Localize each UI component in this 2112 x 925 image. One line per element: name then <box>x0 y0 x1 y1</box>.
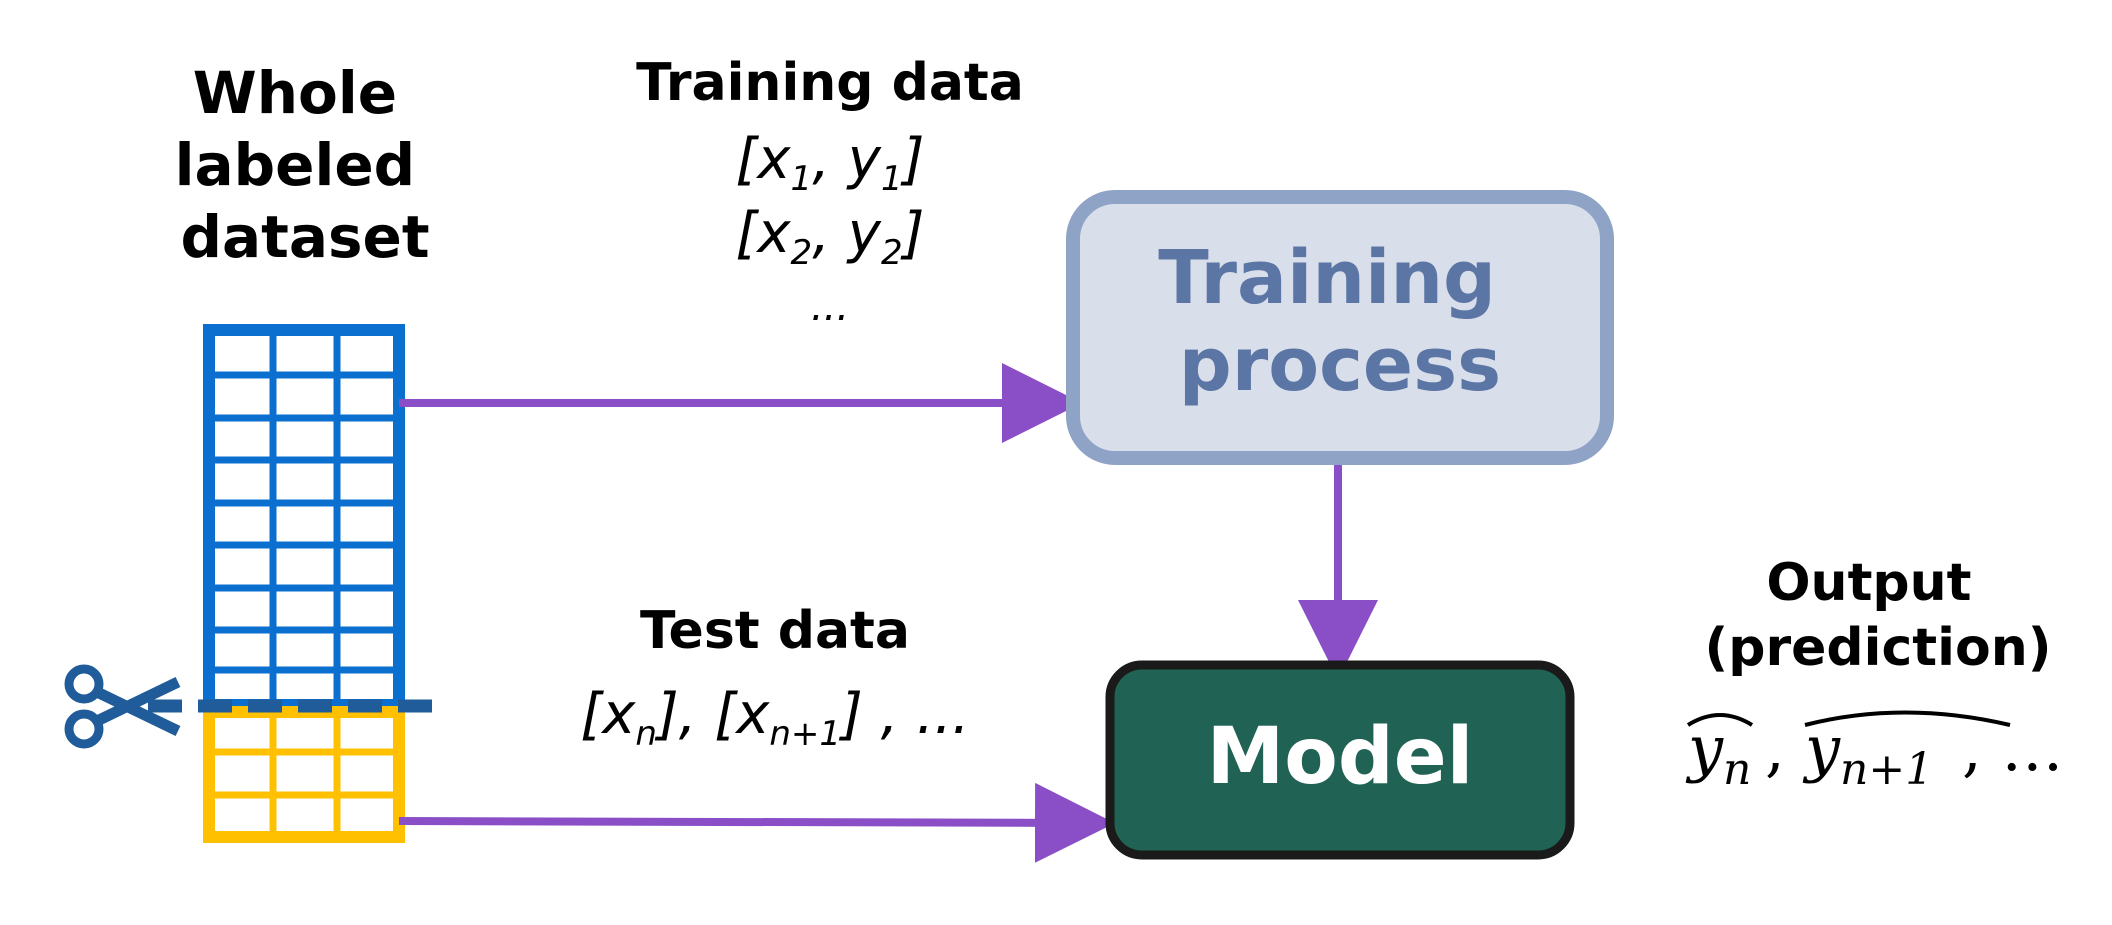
training-sample-2: [x2, y2] <box>736 201 925 273</box>
model-box: Model <box>1105 660 1575 860</box>
dataset-title-line-1: Whole <box>193 59 397 127</box>
output-title: Output (prediction) <box>1705 553 2052 678</box>
dataset-title: Whole labeled dataset <box>175 59 436 271</box>
prediction-1: yn <box>1685 712 1751 795</box>
training-data-title: Training data <box>636 53 1024 113</box>
training-data-grid <box>203 324 405 711</box>
test-data-grid <box>203 706 405 843</box>
training-process-line-2: process <box>1179 322 1501 408</box>
training-process-label: Training process <box>1158 235 1522 408</box>
output-predictions: yn , yn+1 , … <box>1685 710 2063 795</box>
model-label: Model <box>1207 712 1474 802</box>
training-sample-1: [x1, y1] <box>736 127 925 199</box>
prediction-1-hat <box>1686 713 1754 727</box>
test-data-title: Test data <box>640 601 910 661</box>
dataset-title-line-3: dataset <box>180 203 429 271</box>
prediction-2: yn+1 <box>1802 712 1933 795</box>
training-process-line-1: Training <box>1158 235 1496 321</box>
test-samples: [xn], [xn+1] , ... <box>580 682 969 754</box>
training-process-box: Training process <box>1066 190 1614 465</box>
arrow-test-data-to-model <box>398 782 1115 863</box>
prediction-2-hat <box>1804 710 2011 727</box>
scissors-icon <box>64 664 181 749</box>
prediction-separator: , <box>1765 712 1785 785</box>
prediction-tail: , … <box>1962 712 2063 785</box>
dataset-title-line-2: labeled <box>175 131 416 199</box>
training-data-ellipsis: ... <box>811 284 849 330</box>
output-title-line-2: (prediction) <box>1705 618 2052 678</box>
output-title-line-1: Output <box>1766 553 1971 613</box>
